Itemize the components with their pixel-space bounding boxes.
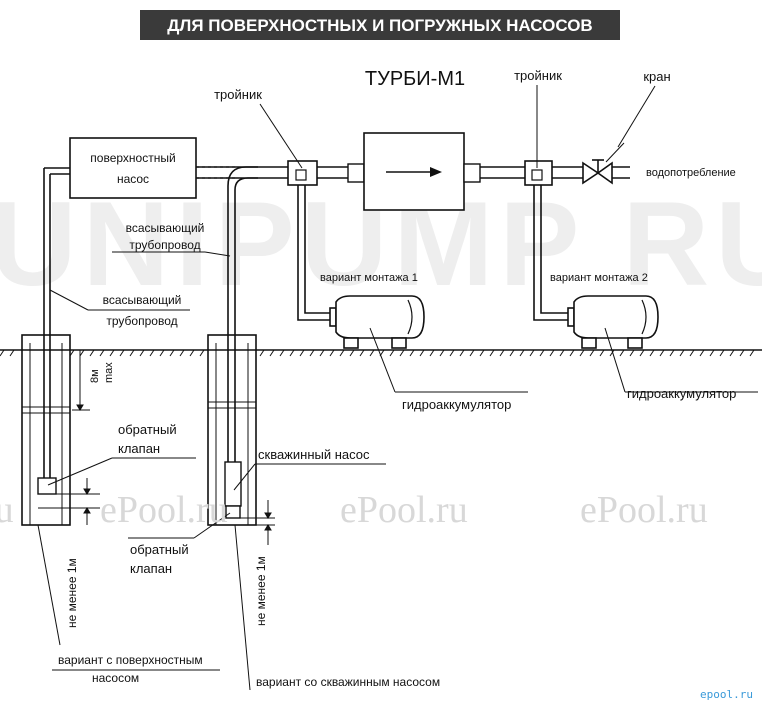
check-valve-1-label-2: клапан [118,441,160,456]
accumulator-1 [329,295,425,349]
valve-icon [582,142,625,185]
header-banner [140,10,620,40]
flow-arrow-icon [386,167,442,177]
check-valve-2-leader [193,512,231,539]
borehole-pump-label: скважинный насос [258,447,370,462]
suction-pipe-2-leader [204,251,231,257]
consumption-label: водопотребление [646,167,736,179]
valve-leader [617,85,656,148]
surface-pump-label-2: насос [117,172,149,186]
accumulator-2-leader [604,327,626,393]
suction-pipe-2-label-1: всасывающий [126,221,205,235]
dashed-connection [196,166,238,179]
dimension-1m-right [264,500,272,545]
corner-watermark: epool.ru [700,688,753,701]
pipe-to-accumulator-1 [297,185,330,321]
suction-pipe-1-label-1: всасывающий [103,293,182,307]
borehole-pump-leader [233,463,256,491]
check-valve-2-label-1: обратный [130,542,189,557]
check-valve-2 [225,505,241,519]
min-1m-right-label: не менее 1м [254,556,268,626]
suction-pipe-2-label-2: трубопровод [129,238,200,252]
variant-surface-label-1: вариант с поверхностным [58,653,203,667]
page-title: ДЛЯ ПОВЕРХНОСТНЫХ И ПОГРУЖНЫХ НАСОСОВ [167,16,592,35]
variant-surface-label-2: насосом [92,671,139,685]
dimension-max-label: max [103,362,115,383]
watermark-partial: ru [0,489,14,531]
turbi-outlet [463,163,481,183]
check-valve-1 [37,477,57,495]
tee-right [524,160,553,186]
min-1m-left-label: не менее 1м [65,558,79,628]
tee-left-leader [259,103,303,169]
accumulator-2 [567,295,659,349]
valve-label: кран [643,69,670,84]
suction-pipe-1-leader [49,289,89,311]
suction-pipe-1-label-2: трубопровод [106,314,177,328]
variant-surface-leader [37,524,61,646]
tee-right-label: тройник [514,68,562,83]
pipe-to-accumulator-2 [533,185,568,321]
tee-left-label: тройник [214,87,262,102]
well-1 [21,334,71,526]
watermark-2: ePool.ru [340,489,468,531]
accumulator-1-label: гидроаккумулятор [402,397,511,412]
dimension-8m-label: 8м [89,369,101,383]
check-valve-1-leader [47,457,113,486]
dimension-8m [72,350,90,411]
turbi-inlet [347,163,365,183]
surface-pump-label-1: поверхностный [90,151,175,165]
check-valve-2-label-2: клапан [130,561,172,576]
variant-borehole-leader [234,524,251,691]
mount-variant-1-label: вариант монтажа 1 [320,272,418,284]
accumulator-2-label: гидроаккумулятор [627,386,736,401]
watermark-1: ePool.ru [100,489,228,531]
check-valve-1-label-1: обратный [118,422,177,437]
mount-variant-2-label: вариант монтажа 2 [550,272,648,284]
tee-left [287,160,318,186]
suction-pipe-2 [227,166,258,468]
turbi-title: ТУРБИ-М1 [365,68,465,90]
dimension-1m-left [83,478,91,525]
ground-line [0,349,762,357]
suction-pipe-1 [43,167,70,478]
surface-pump [69,137,197,199]
watermark-3: ePool.ru [580,489,708,531]
variant-borehole-label: вариант со скважинным насосом [256,675,440,689]
accumulator-1-leader [369,327,396,393]
